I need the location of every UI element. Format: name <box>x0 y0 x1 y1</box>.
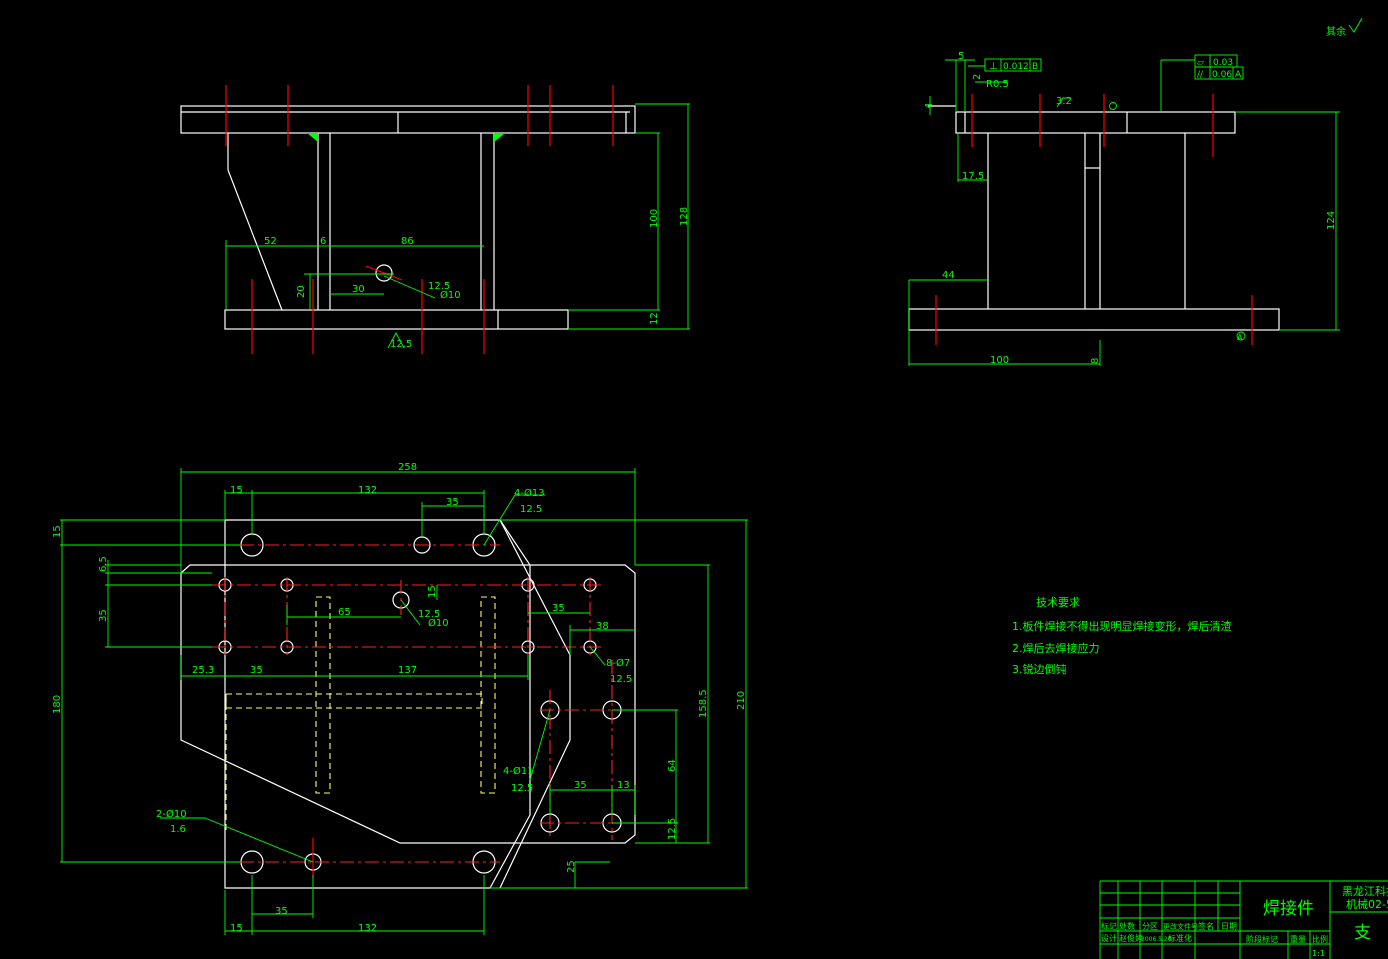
side-view-dimension-labels: 5 2 R0.5 4 3.2 17.5 44 124 100 8 A ⊥ 0.0… <box>924 51 1337 366</box>
dim-8-dia7: 8-Ø7 <box>606 657 630 669</box>
part-short-name: 支 <box>1354 923 1371 943</box>
tb-label-stage: 阶段标记 <box>1246 934 1278 944</box>
datum-a: A <box>1237 333 1243 342</box>
dim-25: 25 <box>566 860 577 873</box>
dim-35-top: 35 <box>446 497 459 508</box>
tb-designer: 赵俊婷 <box>1119 933 1143 943</box>
dim-12: 12 <box>649 312 660 325</box>
roughness-12-5-a: 12.5 <box>520 504 542 515</box>
tb-label-sign: 签名 <box>1198 921 1214 931</box>
tb-label-standard: 标准化 <box>1168 933 1192 943</box>
dim-8: 8 <box>1090 358 1101 364</box>
side-view <box>908 54 1340 366</box>
technical-requirements: 技术要求 1.板件焊接不得出现明显焊接变形，焊后清渣 2.焊后去焊接应力 3.锐… <box>1012 596 1232 676</box>
dim-r0-5: R0.5 <box>986 79 1009 90</box>
roughness-rest-note: 其余 <box>1326 25 1346 38</box>
drawing-number: 机械02-5 <box>1346 897 1388 911</box>
dim-12-5-lower: 12.5 <box>667 818 678 840</box>
dim-52: 52 <box>264 236 277 247</box>
dim-86: 86 <box>401 236 414 247</box>
dim-128: 128 <box>679 207 690 226</box>
tech-req-item-2: 2.焊后去焊接应力 <box>1012 641 1100 655</box>
tb-label-scale: 比例 <box>1312 934 1328 944</box>
dim-210: 210 <box>736 691 747 710</box>
tb-label-change: 更改文件号 <box>1163 922 1198 931</box>
dim-132-top: 132 <box>358 485 377 496</box>
dim-6-5: 6.5 <box>98 556 109 572</box>
part-name: 焊接件 <box>1263 899 1314 919</box>
dim-35-right: 35 <box>552 603 565 614</box>
dim-44: 44 <box>942 270 955 281</box>
roughness-12-5-hole: 12.5 <box>428 281 450 292</box>
title-block <box>1099 880 1388 959</box>
tech-req-title: 技术要求 <box>1036 596 1080 609</box>
fcf-par-symbol: // <box>1197 70 1204 80</box>
roughness-12-5-b: 12.5 <box>418 609 440 620</box>
tech-req-item-1: 1.板件焊接不得出现明显焊接变形，焊后清渣 <box>1012 619 1232 633</box>
dim-65: 65 <box>338 607 351 618</box>
dim-15-left: 15 <box>52 525 63 538</box>
dim-100: 100 <box>649 209 660 228</box>
dim-13: 13 <box>617 780 630 791</box>
tb-label-mark: 标记 <box>1101 921 1117 931</box>
dim-158-5: 158.5 <box>698 689 709 718</box>
dim-35-bottom-left: 35 <box>250 665 263 676</box>
front-view <box>180 85 690 354</box>
dim-35-left: 35 <box>98 609 109 622</box>
tb-label-design: 设计 <box>1101 933 1117 943</box>
dim-132-bottom: 132 <box>358 923 377 934</box>
dim-35-bottom: 35 <box>275 906 288 917</box>
roughness-12-5-d: 12.5 <box>511 783 533 794</box>
tb-label-date: 日期 <box>1221 922 1237 931</box>
dim-20: 20 <box>296 285 307 298</box>
tb-label-count: 处数 <box>1119 921 1135 931</box>
tb-label-zone: 分区 <box>1142 922 1158 931</box>
front-view-dimension-labels: 52 6 86 100 128 20 30 12 12.5 12.5 Ø10 <box>264 207 690 350</box>
tech-req-item-3: 3.锐边倒钝 <box>1012 662 1067 676</box>
dim-30: 30 <box>352 284 365 295</box>
dim-4-dia11: 4-Ø11 <box>503 765 534 777</box>
fcf-par-datum: A <box>1235 70 1242 80</box>
dim-137: 137 <box>398 665 417 676</box>
dim-5: 5 <box>958 51 964 62</box>
fcf-par-value: 0.06 <box>1212 70 1232 80</box>
roughness-3-2: 3.2 <box>1056 96 1072 107</box>
dim-4-dia13: 4-Ø13 <box>514 487 545 499</box>
fcf-perp-symbol: ⊥ <box>989 61 998 72</box>
dim-6: 6 <box>320 236 326 247</box>
plan-view-dimension-labels: 258 15 132 35 4-Ø13 12.5 15 6.5 35 15 65… <box>52 462 747 934</box>
roughness-1-6: 1.6 <box>170 824 186 835</box>
roughness-12-5-bottom: 12.5 <box>390 339 412 350</box>
dim-2: 2 <box>972 74 983 80</box>
dim-17-5: 17.5 <box>962 171 984 182</box>
dim-124: 124 <box>1326 211 1337 230</box>
fcf-perp-datum: B <box>1032 62 1038 72</box>
title-block-text: 焊接件 黑龙江科技 机械02-5 支 标记 处数 分区 更改文件号 签名 日期 … <box>1101 884 1388 958</box>
dim-25-3: 25.3 <box>192 665 214 676</box>
dim-100-side: 100 <box>990 355 1009 366</box>
fcf-flat-symbol: ⏥ <box>1197 58 1204 68</box>
roughness-12-5-c: 12.5 <box>610 674 632 685</box>
school-name: 黑龙江科技 <box>1342 884 1388 898</box>
dim-38: 38 <box>596 621 609 632</box>
dim-15-top: 15 <box>230 485 243 496</box>
dim-15-bottom: 15 <box>230 923 243 934</box>
dim-dia10-plan: Ø10 <box>428 617 449 629</box>
tb-label-weight: 重量 <box>1290 934 1306 944</box>
dim-180: 180 <box>52 695 63 714</box>
dim-4: 4 <box>924 103 935 109</box>
tb-design-date: 2006.5.20 <box>1141 936 1172 943</box>
dim-258: 258 <box>398 462 417 473</box>
fcf-flat-value: 0.03 <box>1213 58 1233 68</box>
plan-view <box>60 468 748 935</box>
dim-35-lower: 35 <box>574 780 587 791</box>
fcf-perp-value: 0.012 <box>1003 62 1029 72</box>
dim-2-dia10: 2-Ø10 <box>156 808 187 820</box>
tb-scale-value: 1:1 <box>1312 949 1325 958</box>
roughness-rest-symbol <box>1348 17 1363 33</box>
dim-15-mid: 15 <box>427 585 438 598</box>
dim-hole-dia-10: Ø10 <box>440 289 461 301</box>
dim-64: 64 <box>667 759 678 772</box>
